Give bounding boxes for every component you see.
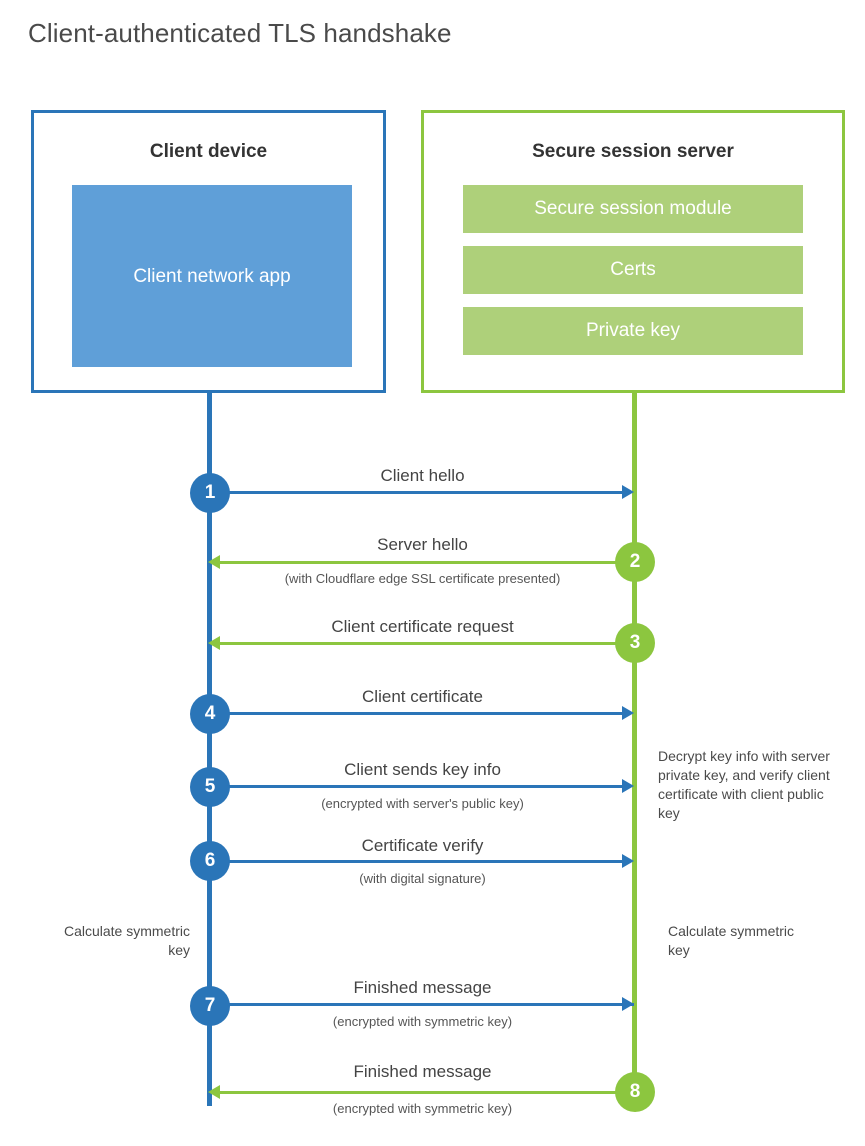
page-title: Client-authenticated TLS handshake	[28, 18, 452, 48]
step-2-arrow-line	[220, 561, 635, 564]
step-2-circle: 2	[615, 542, 655, 582]
step-8-label: Finished message	[353, 1062, 492, 1081]
step-1-circle: 1	[190, 473, 230, 513]
secure-session-server-title: Secure session server	[532, 141, 734, 162]
server-module-private-key: Private key	[463, 307, 803, 355]
step-3-circle: 3	[615, 623, 655, 663]
step-6-arrow-head-icon	[622, 854, 634, 868]
step-1-arrow-head-icon	[622, 485, 634, 499]
step-5-arrow-head-icon	[622, 779, 634, 793]
step-3-arrow-head-icon	[208, 636, 220, 650]
step-7-circle: 7	[190, 986, 230, 1026]
step-8-sublabel: (encrypted with symmetric key)	[332, 1101, 513, 1116]
step-5-arrow-line	[210, 785, 624, 788]
step-1-arrow-line	[210, 491, 624, 494]
step-7-label: Finished message	[353, 978, 492, 997]
step-3-arrow-line	[220, 642, 635, 645]
step-5-label: Client sends key info	[344, 760, 501, 779]
server-calculate-symmetric-key-note: Calculate symmetric key	[668, 923, 795, 958]
server-module-list: Secure session module Certs Private key	[463, 185, 803, 368]
step-8-circle: 8	[615, 1072, 655, 1112]
step-6-circle: 6	[190, 841, 230, 881]
step-6-label: Certificate verify	[361, 836, 484, 855]
server-module-secure-session: Secure session module	[463, 185, 803, 233]
step-7-arrow-line	[210, 1003, 634, 1006]
step-5-circle: 5	[190, 767, 230, 807]
step-2-label: Server hello	[377, 535, 468, 554]
step-4-arrow-head-icon	[622, 706, 634, 720]
client-device-box: Client device Client network app	[31, 110, 386, 393]
step-2-arrow-head-icon	[208, 555, 220, 569]
step-8-arrow-head-icon	[208, 1085, 220, 1099]
step-4-arrow-line	[210, 712, 624, 715]
server-module-certs: Certs	[463, 246, 803, 294]
server-decrypt-note: Decrypt key info with server private key…	[658, 748, 830, 821]
step-2-sublabel: (with Cloudflare edge SSL certificate pr…	[284, 571, 561, 586]
secure-session-server-box: Secure session server Secure session mod…	[421, 110, 845, 393]
client-network-app-block: Client network app	[72, 185, 352, 367]
client-lifeline	[207, 393, 212, 1106]
client-calculate-symmetric-key-note: Calculate symmetric key	[63, 923, 190, 958]
step-3-label: Client certificate request	[331, 617, 514, 636]
step-1-label: Client hello	[380, 466, 465, 485]
client-network-app-label: Client network app	[133, 265, 291, 287]
step-5-sublabel: (encrypted with server's public key)	[321, 796, 524, 811]
server-lifeline	[632, 393, 637, 1093]
step-6-sublabel: (with digital signature)	[359, 871, 486, 886]
step-6-arrow-line	[210, 860, 624, 863]
step-7-arrow-head-icon	[622, 997, 634, 1011]
client-device-title: Client device	[149, 141, 268, 162]
step-7-sublabel: (encrypted with symmetric key)	[332, 1014, 513, 1029]
step-8-arrow-line	[220, 1091, 635, 1094]
step-4-label: Client certificate	[362, 687, 483, 706]
step-4-circle: 4	[190, 694, 230, 734]
